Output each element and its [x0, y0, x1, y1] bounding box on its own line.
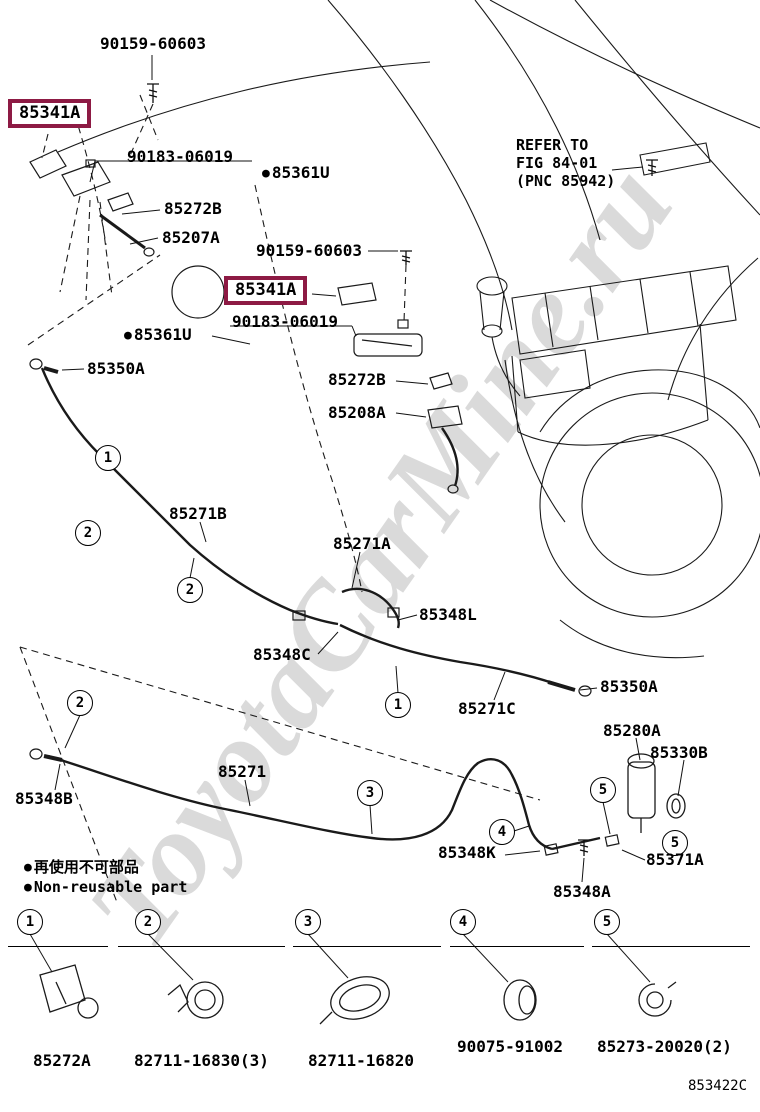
part-label: 85271A: [333, 534, 391, 553]
part-label: 85371A: [646, 850, 704, 869]
part-label: 85348K: [438, 843, 496, 862]
callout-marker: 1: [95, 445, 121, 471]
refer-note-line: FIG 84-01: [516, 154, 598, 172]
callout-marker: 2: [75, 520, 101, 546]
column-rule: [118, 946, 285, 947]
part-label: 85208A: [328, 403, 386, 422]
highlighted-part-label: 85341A: [8, 99, 92, 128]
leader-lines: [54, 55, 685, 883]
legend-callout: 5: [594, 909, 620, 935]
part-label: 85361U: [133, 325, 192, 344]
callout-marker: 1: [385, 692, 411, 718]
car-body-outline: [57, 0, 760, 659]
part-label: 85271C: [458, 699, 516, 718]
callout-marker: 4: [489, 819, 515, 845]
part-label: 85361U: [271, 163, 330, 182]
legend-callout: 1: [17, 909, 43, 935]
refer-note-line: REFER TO: [516, 136, 589, 154]
part-label: 90183-06019: [232, 312, 338, 331]
column-rule: [592, 946, 750, 947]
legend-jp-text: 再使用不可部品: [33, 858, 139, 876]
legend-part-number: 82711-16820: [308, 1051, 414, 1070]
highlighted-part-label: 85341A: [224, 276, 308, 305]
callout-marker: 2: [67, 690, 93, 716]
column-rule: [450, 946, 584, 947]
callout-marker: 5: [662, 830, 688, 856]
engine-bay-structure: [476, 142, 737, 446]
callout-marker: 5: [590, 777, 616, 803]
legend-callout: 4: [450, 909, 476, 935]
part-label: 85348C: [253, 645, 311, 664]
part-label: 90159-60603: [100, 34, 206, 53]
part-label: 85348A: [553, 882, 611, 901]
refer-note-line: (PNC 85942): [516, 172, 616, 190]
column-rule: [8, 946, 108, 947]
legend-part-number: 90075-91002: [457, 1037, 563, 1056]
part-label: 85350A: [600, 677, 658, 696]
legend-part-number: 85272A: [33, 1051, 91, 1070]
diagram-code: 853422C: [688, 1078, 748, 1094]
non-reusable-bullet: ●: [24, 860, 32, 875]
legend-callout: 2: [135, 909, 161, 935]
refer-note: REFER TO FIG 84-01 (PNC 85942): [516, 136, 615, 190]
part-label: 90159-60603: [256, 241, 362, 260]
part-label: 85271: [218, 762, 267, 781]
non-reusable-bullet: ●: [24, 880, 32, 895]
part-label: 85348L: [419, 605, 477, 624]
legend-part-number: 82711-16830(3): [134, 1051, 269, 1070]
washer-hoses: [40, 367, 601, 851]
part-label: 85207A: [162, 228, 220, 247]
legend-part-drawings: [29, 933, 677, 1025]
column-rule: [293, 946, 441, 947]
legend-callout: 3: [295, 909, 321, 935]
legend-en: ●Non-reusable part: [24, 878, 187, 896]
non-reusable-bullet: ●: [124, 328, 132, 343]
part-label: 85280A: [603, 721, 661, 740]
part-label: 85271B: [169, 504, 227, 523]
part-label-group: ●85361U: [124, 326, 192, 344]
screw-icons: [147, 83, 658, 856]
legend-jp: ●再使用不可部品: [24, 856, 139, 877]
legend-part-number: 85273-20020(2): [597, 1037, 732, 1056]
callout-marker: 3: [357, 780, 383, 806]
part-label: 90183-06019: [127, 147, 233, 166]
nozzle-drawing-right: [337, 282, 463, 494]
part-label: 85272B: [328, 370, 386, 389]
legend-en-text: Non-reusable part: [33, 878, 188, 896]
part-label: 85272B: [164, 199, 222, 218]
callout-marker: 2: [177, 577, 203, 603]
part-label: 85348B: [15, 789, 73, 808]
pump-drawing: [627, 753, 686, 833]
non-reusable-bullet: ●: [262, 166, 270, 181]
part-label: 85330B: [650, 743, 708, 762]
hose-fittings: [29, 358, 620, 856]
part-label: 85350A: [87, 359, 145, 378]
part-label-group: ●85361U: [262, 164, 330, 182]
